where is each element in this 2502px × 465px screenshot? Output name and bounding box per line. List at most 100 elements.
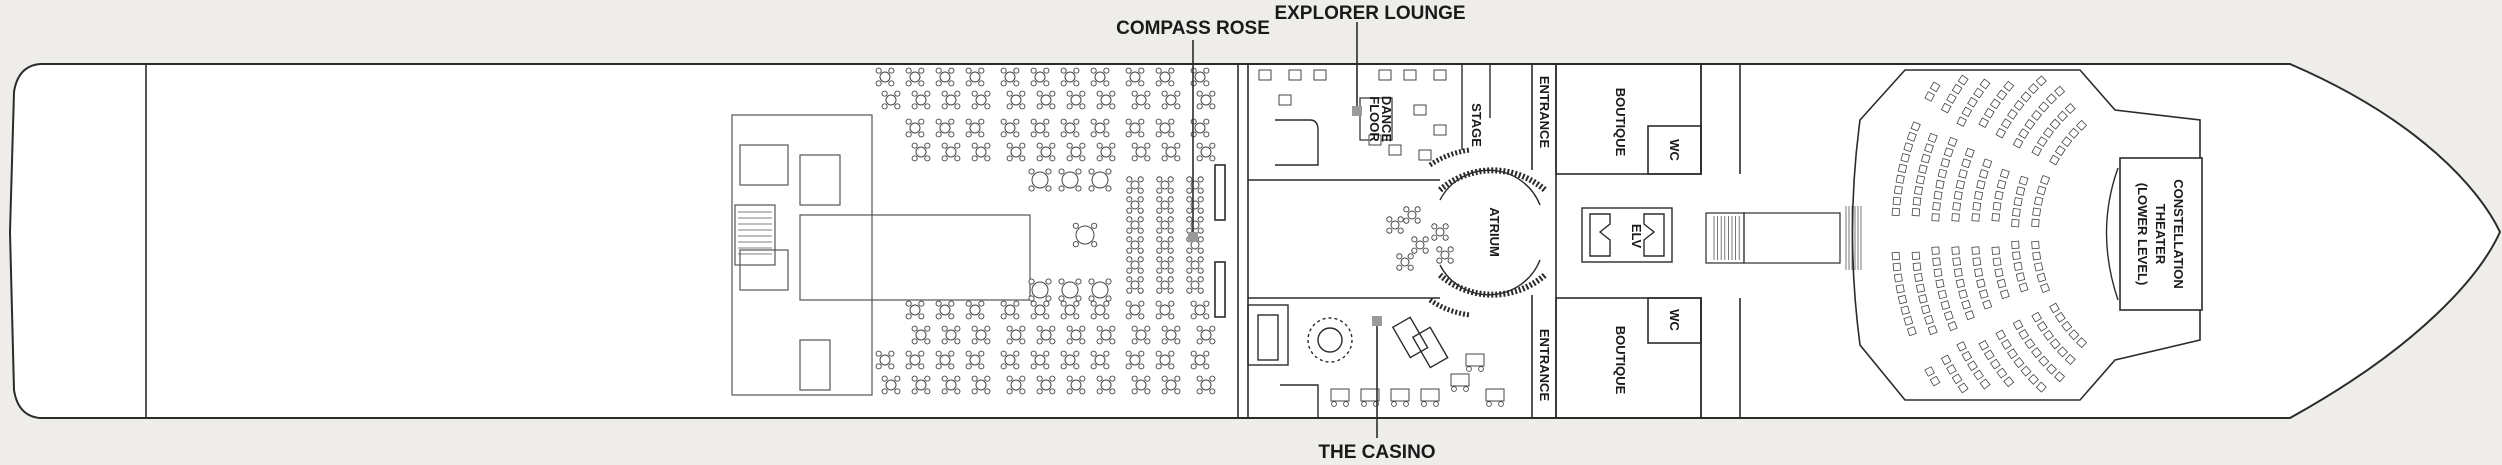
theater-seat: [1994, 190, 2004, 200]
chair: [1043, 80, 1050, 87]
chair: [1006, 388, 1013, 395]
dance-floor-label-line2: FLOOR: [1367, 96, 1382, 142]
chair: [1197, 287, 1204, 294]
table-group: [1155, 67, 1175, 87]
chair: [1174, 325, 1181, 332]
chair: [1138, 300, 1145, 307]
chair: [924, 155, 931, 162]
chair: [971, 142, 978, 149]
chair: [1186, 276, 1193, 283]
dance-floor-label-line1: DANCE: [1379, 96, 1394, 143]
chair: [1058, 168, 1065, 175]
chair: [1096, 103, 1103, 110]
theater-seat: [2031, 311, 2043, 323]
theater-seat: [1910, 121, 1921, 132]
table: [1130, 180, 1140, 190]
chair: [1090, 67, 1097, 74]
table: [1135, 94, 1147, 106]
table-group: [1000, 118, 1020, 138]
chair: [918, 350, 925, 357]
chair: [918, 118, 925, 125]
theater-seat: [1912, 262, 1922, 272]
chair: [935, 80, 942, 87]
chair: [918, 131, 925, 138]
chair: [1431, 234, 1438, 241]
stool: [1331, 401, 1337, 407]
table-group: [1131, 142, 1151, 162]
chair: [1006, 155, 1013, 162]
chair: [1049, 325, 1056, 332]
theater-seat: [1903, 142, 1914, 153]
chair: [1058, 295, 1065, 302]
chair: [1126, 207, 1133, 214]
table: [1435, 227, 1445, 237]
chair: [905, 300, 912, 307]
chair: [1186, 247, 1193, 254]
theater-seat: [2027, 83, 2039, 95]
chair: [935, 131, 942, 138]
chair: [1066, 103, 1073, 110]
table: [1165, 379, 1177, 391]
table-group: [1196, 142, 1216, 162]
chair: [1161, 103, 1168, 110]
chair: [1131, 388, 1138, 395]
theater-seat: [1931, 246, 1940, 255]
theater-seat: [1891, 251, 1901, 261]
chair: [1197, 276, 1204, 283]
chair: [971, 338, 978, 345]
chair: [1196, 90, 1203, 97]
theater-seat: [1895, 284, 1905, 294]
table: [915, 329, 927, 341]
theater-seat: [2032, 207, 2042, 217]
chair: [1028, 185, 1035, 192]
chair: [941, 155, 948, 162]
chair: [1072, 241, 1079, 248]
chair: [1019, 338, 1026, 345]
chair: [1006, 375, 1013, 382]
chair: [1000, 363, 1007, 370]
chair: [1090, 300, 1097, 307]
chair: [1036, 325, 1043, 332]
table-group: [1431, 223, 1449, 241]
chair: [1167, 276, 1174, 283]
chair: [1167, 227, 1174, 234]
table-group: [1088, 278, 1112, 302]
table-group: [941, 90, 961, 110]
theater-seat: [1912, 196, 1922, 206]
table: [945, 329, 957, 341]
chair: [1156, 267, 1163, 274]
chair: [971, 103, 978, 110]
table: [1160, 180, 1170, 190]
chair: [935, 118, 942, 125]
theater-seat: [1979, 78, 1991, 90]
table: [1200, 379, 1212, 391]
chair: [984, 103, 991, 110]
chair: [1126, 256, 1133, 263]
chair: [1386, 227, 1393, 234]
table-group: [1090, 300, 1110, 320]
chair: [1125, 350, 1132, 357]
chair: [1028, 295, 1035, 302]
chair: [1072, 222, 1079, 229]
chair: [978, 350, 985, 357]
chair: [1155, 363, 1162, 370]
chair: [1209, 325, 1216, 332]
table-group: [1131, 325, 1151, 345]
chair: [984, 325, 991, 332]
chair: [918, 67, 925, 74]
chair: [1060, 118, 1067, 125]
theater-seat: [1943, 310, 1954, 321]
chair: [935, 300, 942, 307]
chair: [1073, 118, 1080, 125]
chair: [1000, 118, 1007, 125]
chair: [1079, 388, 1086, 395]
chair: [1414, 206, 1421, 213]
table-group: [965, 300, 985, 320]
chair: [1073, 80, 1080, 87]
chair: [1167, 267, 1174, 274]
table-group: [1066, 375, 1086, 395]
table: [1040, 329, 1052, 341]
chair: [1006, 103, 1013, 110]
table-group: [911, 375, 931, 395]
chair: [1036, 142, 1043, 149]
